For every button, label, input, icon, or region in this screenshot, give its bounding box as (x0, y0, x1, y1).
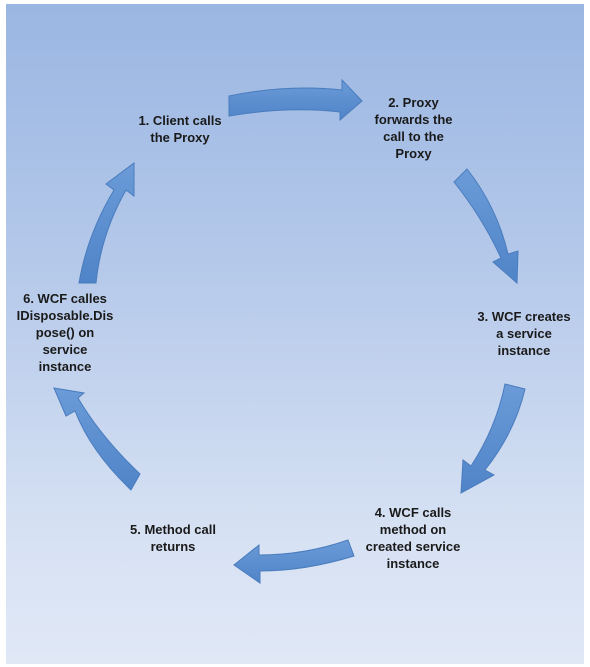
step-6-wcf-calls-dispose: 6. WCF calles IDisposable.Dis pose() on … (16, 291, 114, 374)
step-3-wcf-creates-instance: 3. WCF creates a service instance (477, 309, 571, 358)
arrow-step6-to-step1 (78, 162, 135, 284)
step-2-proxy-forwards-call: 2. Proxy forwards the call to the Proxy (374, 95, 453, 161)
arrow-step5-to-step6 (53, 387, 141, 491)
arrow-step1-to-step2 (228, 78, 363, 122)
arrow-step3-to-step4 (460, 383, 526, 494)
arrow-step4-to-step5 (233, 539, 355, 584)
arrow-step2-to-step3 (453, 168, 519, 285)
step-1-client-calls-proxy: 1. Client calls the Proxy (138, 113, 222, 145)
step-4-wcf-calls-method: 4. WCF calls method on created service i… (365, 505, 461, 571)
step-5-method-call-returns: 5. Method call returns (130, 522, 216, 554)
